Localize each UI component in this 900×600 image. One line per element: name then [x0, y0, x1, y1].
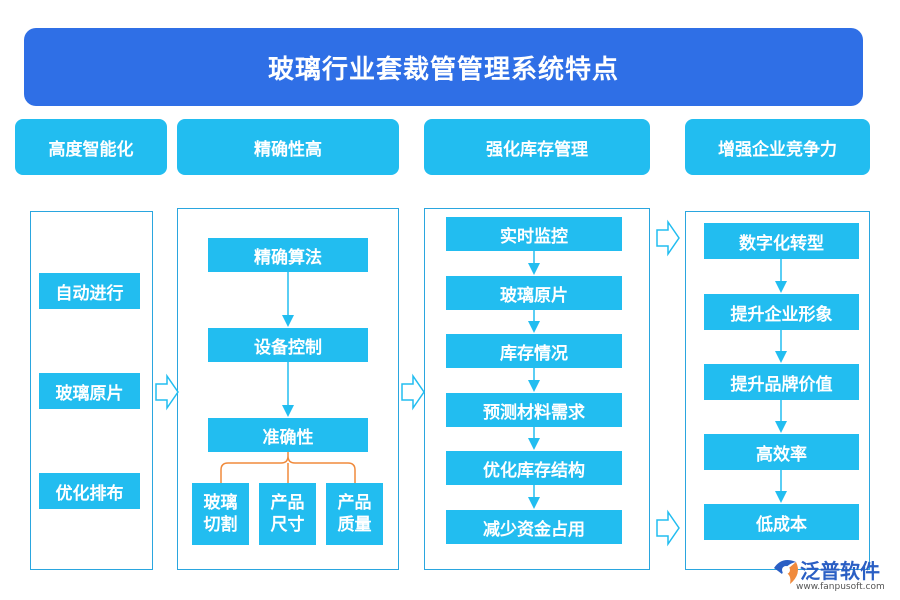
flow-forecast-demand: 预测材料需求	[446, 393, 622, 427]
arrow-right-icon	[401, 373, 425, 411]
item-optimize-layout: 优化排布	[39, 473, 140, 509]
arrow-right-icon	[155, 373, 179, 411]
brand-logo-icon	[774, 560, 798, 584]
column-header-competitiveness: 增强企业竞争力	[685, 119, 870, 175]
column-header-inventory: 强化库存管理	[424, 119, 650, 175]
flow-optimize-structure: 优化库存结构	[446, 451, 622, 485]
flow-precise-algorithm: 精确算法	[208, 238, 368, 272]
flow-device-control: 设备控制	[208, 328, 368, 362]
column-header-accuracy: 精确性高	[177, 119, 399, 175]
item-glass-sheet: 玻璃原片	[39, 373, 140, 409]
bracket-branches	[220, 452, 356, 483]
branch-product-quality: 产品 质量	[326, 483, 383, 545]
watermark-url: www.fanpusoft.com	[796, 582, 885, 592]
flow-glass-sheet: 玻璃原片	[446, 276, 622, 310]
flow-inventory-status: 库存情况	[446, 334, 622, 368]
watermark-brand: 泛普软件	[800, 559, 880, 583]
flow-brand-value: 提升品牌价值	[704, 364, 859, 400]
item-auto-run: 自动进行	[39, 273, 140, 309]
page-title: 玻璃行业套裁管管理系统特点	[24, 28, 863, 106]
flow-reduce-capital: 减少资金占用	[446, 510, 622, 544]
branch-glass-cutting: 玻璃 切割	[192, 483, 249, 545]
flow-corporate-image: 提升企业形象	[704, 294, 859, 330]
flow-realtime-monitor: 实时监控	[446, 217, 622, 251]
arrow-right-icon	[656, 509, 680, 547]
flow-accuracy: 准确性	[208, 418, 368, 452]
column-header-intelligence: 高度智能化	[15, 119, 167, 175]
panel-arrows	[155, 219, 680, 547]
branch-product-size: 产品 尺寸	[259, 483, 316, 545]
flow-high-efficiency: 高效率	[704, 434, 859, 470]
arrow-right-icon	[656, 219, 680, 257]
flow-digital-transform: 数字化转型	[704, 223, 859, 259]
flow-low-cost: 低成本	[704, 504, 859, 540]
